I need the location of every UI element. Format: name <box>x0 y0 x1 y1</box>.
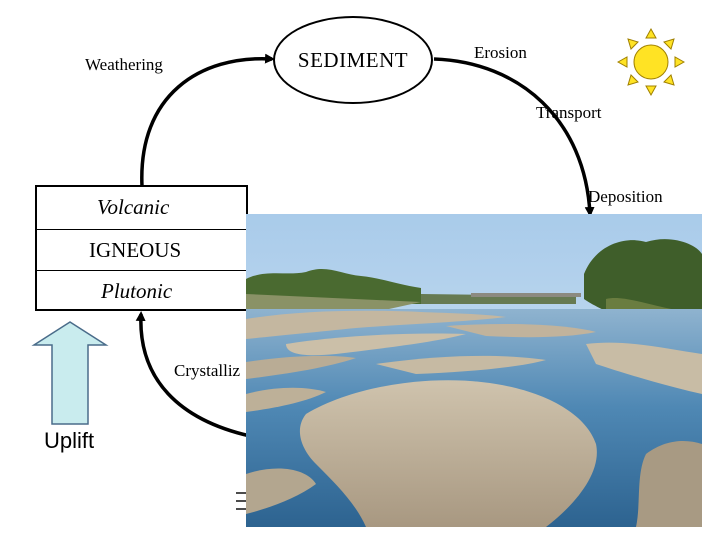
igneous-main-label: IGNEOUS <box>37 229 298 271</box>
weathering-arrow <box>140 53 275 187</box>
deposition-arrow <box>433 57 595 217</box>
deposition-label: Deposition <box>588 187 663 206</box>
igneous-node: Volcanic IGNEOUS Plutonic <box>35 185 310 311</box>
igneous-plutonic-label: Plutonic <box>37 270 310 312</box>
igneous-volcanic-label: Volcanic <box>97 195 170 219</box>
uplift-label: Uplift <box>44 428 95 453</box>
crystallization-arrow <box>135 311 251 438</box>
up-arrow-icon <box>31 321 109 425</box>
sediment-node-label: SEDIMENT <box>297 47 409 72</box>
river-photo <box>246 214 702 527</box>
transport-label: Transport <box>536 103 602 122</box>
sun-icon <box>616 27 686 97</box>
weathering-label: Weathering <box>85 55 163 74</box>
crystallization-label: Crystalliz <box>174 361 241 380</box>
sediment-node-outline <box>273 16 433 104</box>
erosion-label: Erosion <box>474 43 527 62</box>
